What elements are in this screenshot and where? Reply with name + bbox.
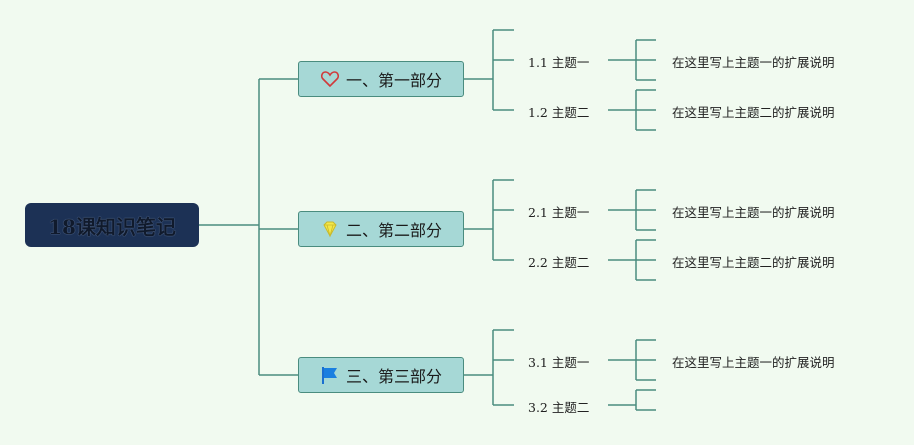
subtopic-3-2[interactable]: 3.2 主题二	[528, 397, 589, 416]
subtopic-2-2[interactable]: 2.2 主题二	[528, 252, 589, 271]
note-3-1[interactable]: 在这里写上主题一的扩展说明	[672, 355, 835, 370]
note-1-2[interactable]: 在这里写上主题二的扩展说明	[672, 105, 835, 120]
topic-label: 三、第三部分	[345, 367, 442, 386]
topic-node-3[interactable]: 三、第三部分	[298, 357, 464, 393]
subtopic-3-1[interactable]: 3.1 主题一	[528, 352, 589, 371]
topic-node-2[interactable]: 二、第二部分	[298, 211, 464, 247]
subtopic-1-1[interactable]: 1.1 主题一	[528, 52, 589, 71]
subtopic-2-1[interactable]: 2.1 主题一	[528, 202, 589, 221]
topic-label: 一、第一部分	[345, 71, 442, 90]
topic-label: 二、第二部分	[345, 221, 442, 240]
subtopic-label: 主题一	[551, 205, 590, 220]
heart-icon	[320, 71, 340, 88]
subtopic-number: 1.1	[528, 55, 548, 70]
subtopic-number: 1.2	[528, 105, 548, 120]
subtopic-label: 主题二	[551, 400, 590, 415]
subtopic-label: 主题二	[551, 255, 590, 270]
root-title: 18课知识笔记	[48, 214, 176, 239]
subtopic-number: 3.2	[528, 400, 548, 415]
subtopic-number: 3.1	[528, 355, 548, 370]
diamond-icon	[323, 221, 337, 238]
subtopic-label: 主题一	[551, 55, 590, 70]
note-1-1[interactable]: 在这里写上主题一的扩展说明	[672, 55, 835, 70]
note-2-2[interactable]: 在这里写上主题二的扩展说明	[672, 255, 835, 270]
subtopic-label: 主题二	[551, 105, 590, 120]
flag-icon	[321, 367, 337, 384]
topic-node-1[interactable]: 一、第一部分	[298, 61, 464, 97]
subtopic-1-2[interactable]: 1.2 主题二	[528, 102, 589, 121]
root-node[interactable]: 18课知识笔记	[25, 203, 199, 247]
subtopic-number: 2.2	[528, 255, 548, 270]
subtopic-number: 2.1	[528, 205, 548, 220]
subtopic-label: 主题一	[551, 355, 590, 370]
note-2-1[interactable]: 在这里写上主题一的扩展说明	[672, 205, 835, 220]
